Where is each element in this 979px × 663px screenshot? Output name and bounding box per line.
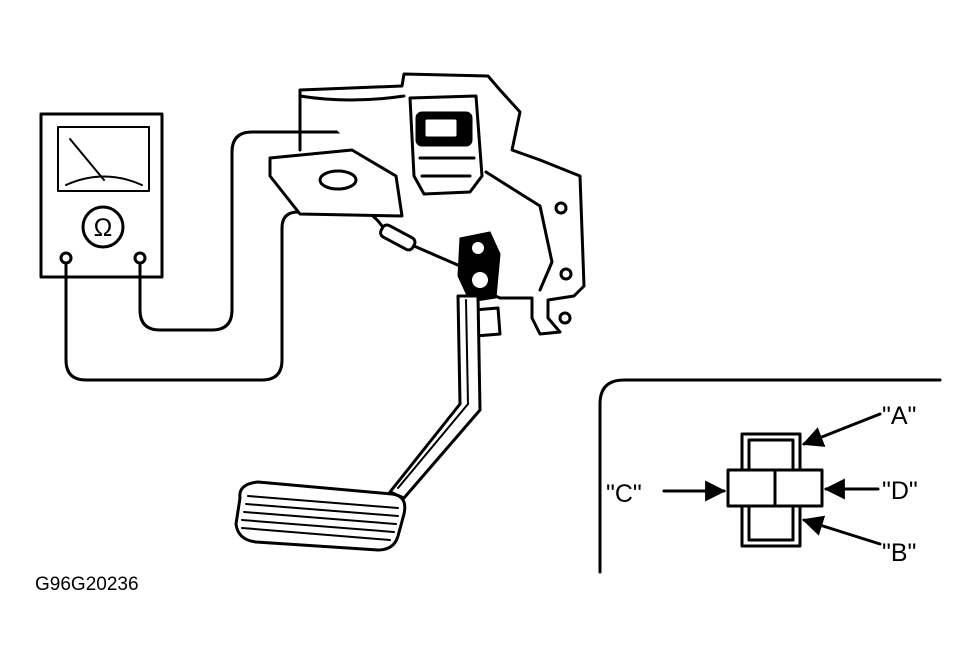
ohm-symbol: Ω — [94, 214, 113, 242]
label-b: "B" — [882, 539, 916, 567]
connector-inset: "A" "D" "B" "C" — [598, 378, 942, 574]
brake-pedal-assembly — [234, 72, 586, 552]
bracket-flange — [298, 94, 406, 102]
test-lead-left — [64, 210, 384, 382]
meter-body — [39, 112, 164, 279]
meter-needle — [69, 138, 105, 181]
switch-connector — [726, 432, 824, 548]
bracket-bolt-3 — [558, 311, 572, 325]
booster-ribs — [418, 156, 476, 178]
booster-highlight — [422, 116, 460, 140]
stop-lamp-switch — [457, 231, 502, 338]
label-d: "D" — [882, 477, 918, 505]
arrow-b — [801, 515, 882, 546]
figure-code: G96G20236 — [35, 574, 139, 595]
mounting-hole — [318, 169, 358, 191]
ohmmeter: Ω — [39, 112, 164, 279]
pushrod — [484, 170, 554, 292]
meter-display — [57, 126, 150, 192]
bracket-bolt-1 — [554, 201, 568, 215]
pedal-pad — [234, 480, 407, 552]
mounting-plate — [268, 148, 404, 218]
label-c: "C" — [606, 480, 642, 508]
probe-lower — [379, 223, 462, 268]
pedal-arm — [388, 294, 482, 500]
bracket-bolt-2 — [559, 267, 573, 281]
inset-frame — [598, 378, 942, 574]
pedal-bracket — [299, 72, 586, 336]
arrow-a — [802, 412, 882, 447]
meter-scale-arc — [65, 175, 143, 186]
label-a: "A" — [882, 402, 916, 430]
meter-ohm-dial — [81, 205, 125, 249]
pedal-arm-edge — [397, 299, 469, 489]
